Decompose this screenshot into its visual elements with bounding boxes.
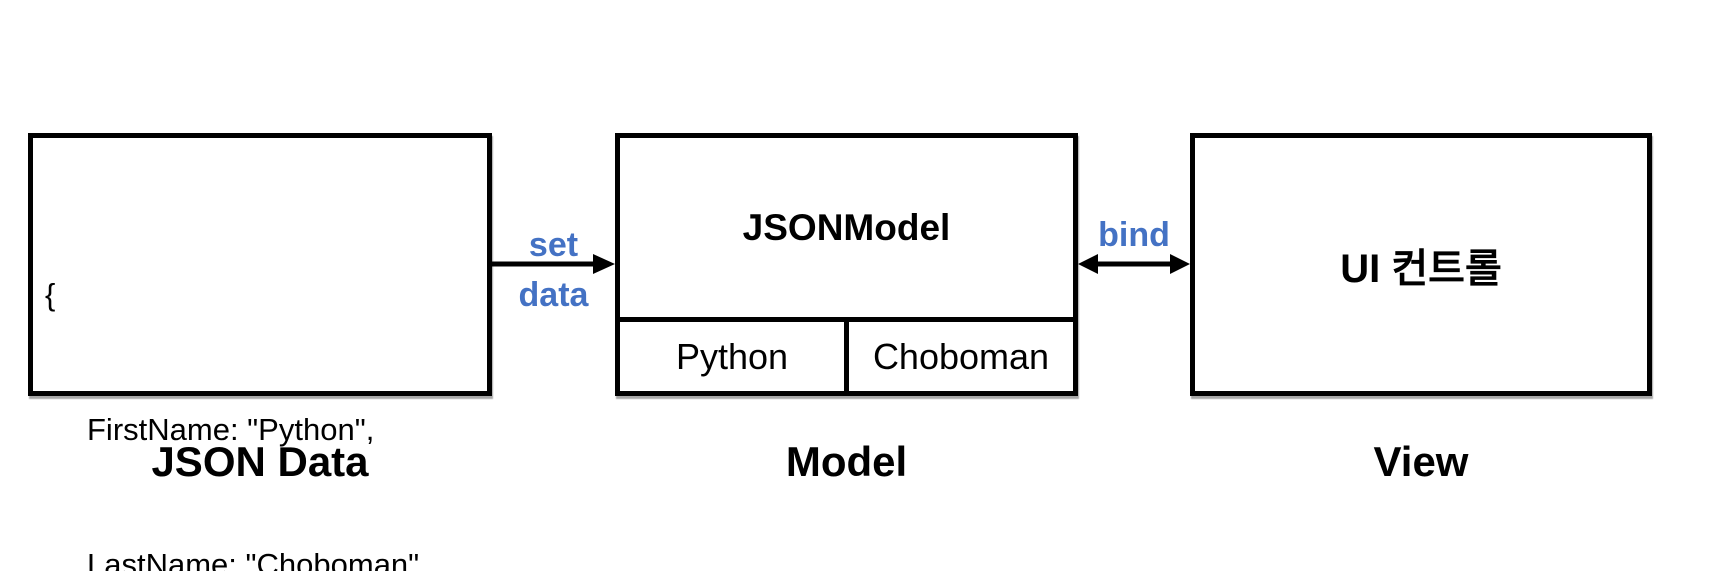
bind-label: bind (1098, 216, 1170, 254)
ui-control-text: UI 컨트롤 (1340, 246, 1502, 291)
json-model-title: JSONModel (742, 206, 951, 248)
model-cell-lastname-value: Choboman (872, 335, 1050, 377)
json-model-property-row: Python Choboman (620, 317, 1073, 391)
json-line-firstname: FirstName: "Python", (87, 412, 375, 447)
caption-json-data: JSON Data (151, 438, 369, 485)
json-code-block: { FirstName: "Python", LastName: "Chobom… (45, 182, 419, 571)
json-data-box: { FirstName: "Python", LastName: "Chobom… (28, 133, 492, 571)
json-line-open-brace: { (45, 277, 56, 312)
set-data-label-line2: data (518, 276, 589, 314)
set-data-arrow (492, 254, 615, 274)
caption-view: View (1373, 438, 1469, 485)
bind-arrow (1078, 254, 1190, 274)
set-data-label-line1: set (528, 226, 579, 264)
json-model-box: JSONModel Python Choboman (615, 133, 1078, 396)
model-cell-firstname-value: Python (620, 322, 849, 391)
ui-control-box: UI 컨트롤 (1190, 133, 1652, 396)
caption-model: Model (785, 438, 908, 485)
json-line-lastname: LastName: "Choboman" (87, 547, 420, 571)
